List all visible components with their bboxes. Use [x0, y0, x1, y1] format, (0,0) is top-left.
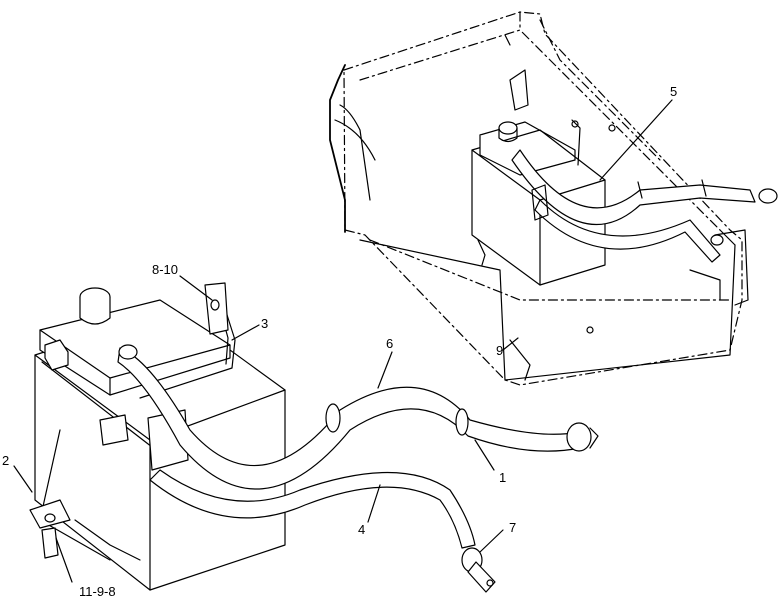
- callout-8-10: 8-10: [152, 262, 178, 277]
- callout-6: 6: [386, 336, 393, 351]
- callout-9: 9: [496, 343, 503, 358]
- callout-7: 7: [509, 520, 516, 535]
- callout-2: 2: [2, 453, 9, 468]
- cable-4: [149, 469, 496, 593]
- callout-labels: 5 6 9 1 7 4 3 8-10 2 11-9-8: [2, 84, 677, 599]
- battery-tray-assembly: [329, 11, 778, 386]
- leader-lines: [13, 99, 673, 583]
- callout-3: 3: [261, 316, 268, 331]
- callout-11-9-8: 11-9-8: [79, 584, 116, 599]
- battery-large: [29, 282, 286, 591]
- cable-6: [117, 344, 599, 490]
- callout-1: 1: [499, 470, 506, 485]
- callout-4: 4: [358, 522, 365, 537]
- callout-5: 5: [670, 84, 677, 99]
